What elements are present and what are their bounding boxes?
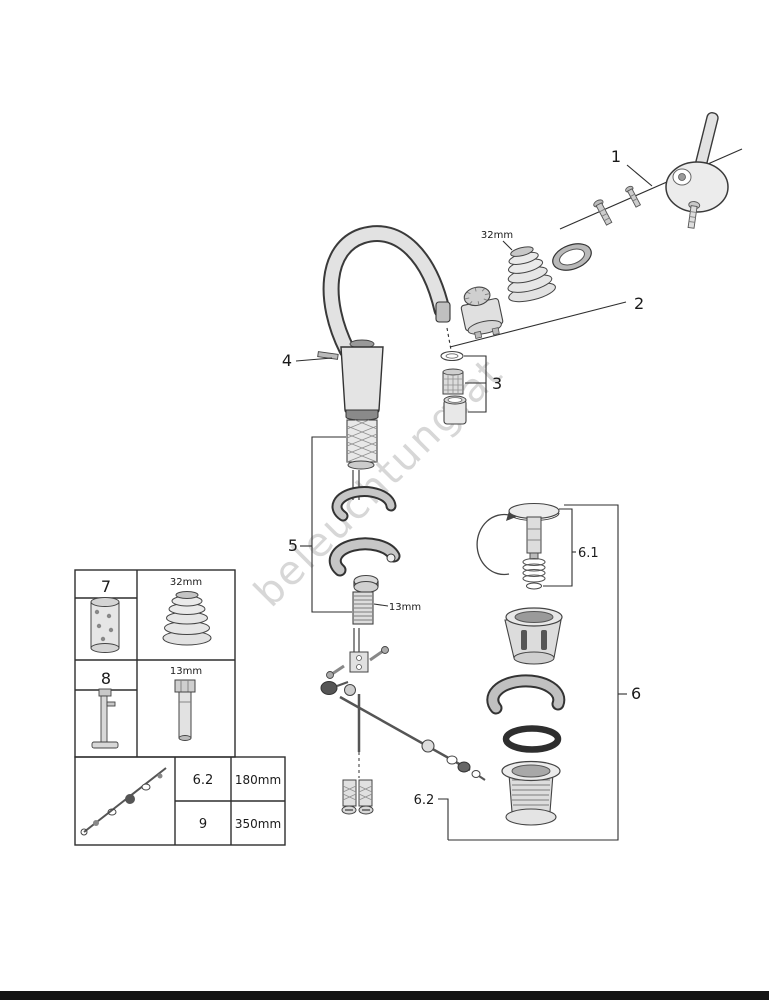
table-len-350: 350mm — [235, 817, 281, 831]
ring-stack-32mm-icon — [162, 591, 212, 646]
small-screw-a — [593, 199, 613, 226]
callout-6: 6 — [631, 684, 641, 703]
threaded-stud — [352, 591, 374, 625]
horseshoe-washer — [331, 486, 397, 522]
rod-ball — [421, 739, 435, 753]
fixing-bolts — [341, 779, 374, 815]
legend-item-8-number: 8 — [101, 669, 111, 688]
cartridge-dome-nut — [507, 246, 556, 303]
callout-5: 5 — [288, 536, 298, 555]
aerator-parts: 3 — [440, 350, 502, 425]
popup-pivot-parts — [320, 646, 389, 696]
handle-screw — [687, 201, 701, 229]
faucet-body-group: 4 — [282, 225, 452, 421]
cartridge — [460, 286, 504, 339]
popup-rod-horizontal — [339, 695, 486, 781]
aerator-insert — [442, 368, 464, 395]
stopper-washer — [526, 582, 542, 590]
shank-oring — [347, 460, 375, 470]
horseshoe-bracket — [328, 537, 401, 577]
callout-2: 2 — [634, 294, 644, 313]
pivot-ball — [344, 684, 356, 696]
drain-tailpiece — [501, 760, 561, 826]
popup-rod-vertical — [341, 694, 374, 815]
legend-box-rod: 6.2 180mm 9 350mm — [74, 756, 286, 846]
spout — [324, 227, 449, 357]
callout-6-1: 6.1 — [578, 546, 599, 561]
rod-nut — [457, 761, 471, 773]
legend-item-8-size: 13mm — [170, 666, 202, 677]
key-tool-icon — [91, 688, 119, 749]
callout-3: 3 — [492, 374, 502, 393]
faucet-base — [345, 409, 379, 421]
label-32mm: 32mm — [481, 230, 513, 241]
pivot-housing — [349, 651, 369, 673]
legend-item-7-size: 32mm — [170, 577, 202, 588]
drain-horseshoe-clip — [486, 674, 566, 715]
mounting-hardware: 13mm 5 — [288, 419, 421, 652]
rotation-arrow — [476, 513, 510, 576]
drain-body — [504, 607, 563, 665]
mounting-nut — [353, 575, 379, 593]
drain-assembly: 6 6.2 — [414, 504, 641, 841]
faucet-body — [340, 346, 384, 417]
legend-item-7-number: 7 — [101, 577, 111, 596]
cartridge-icon — [90, 597, 120, 653]
label-13mm: 13mm — [389, 602, 421, 613]
stopper-spring — [522, 557, 546, 583]
table-ref-62: 6.2 — [193, 773, 214, 788]
drain-stopper-assembly: 6.1 — [476, 502, 599, 590]
table-len-180: 180mm — [235, 773, 281, 787]
rod-icon — [80, 767, 167, 836]
cartridge-seal-ring — [552, 243, 592, 271]
pivot-knob — [320, 681, 338, 695]
socket-13mm-icon — [174, 679, 196, 741]
cartridge-assembly: 2 32mm — [449, 230, 644, 348]
aerator-washer — [440, 350, 464, 362]
handle-assembly: 1 — [559, 112, 743, 230]
pivot-screw — [381, 646, 389, 654]
callout-4: 4 — [282, 351, 292, 370]
callout-1: 1 — [611, 147, 621, 166]
aerator-sleeve — [443, 395, 467, 425]
stopper-stem — [526, 516, 542, 554]
threaded-shank — [346, 419, 378, 463]
table-ref-9: 9 — [199, 817, 207, 832]
callout-6-2: 6.2 — [414, 793, 435, 808]
stopper-disc — [508, 502, 560, 520]
drain-oring — [502, 725, 562, 753]
spout-outlet — [435, 301, 451, 323]
small-screw-b — [625, 185, 642, 208]
bottom-bar — [0, 991, 769, 1000]
legend-box-tools: 7 32mm 8 13mm — [74, 569, 236, 758]
